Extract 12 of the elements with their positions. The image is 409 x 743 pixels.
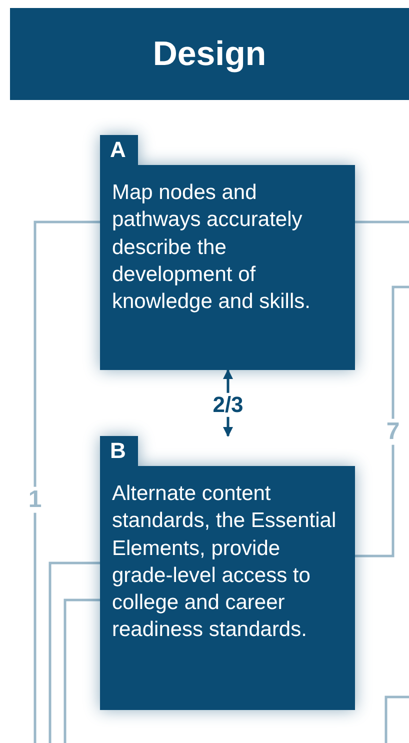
connector-line xyxy=(355,286,409,558)
connector-line xyxy=(64,598,100,743)
connector-line xyxy=(355,220,409,224)
step-letter: A xyxy=(100,135,138,165)
step-description: Alternate content standards, the Essential Elements, provide grade-level access to college and career readiness standards. xyxy=(100,466,355,710)
step-letter: B xyxy=(100,436,138,466)
connector-line xyxy=(34,220,100,743)
edge-label: 7 xyxy=(384,418,402,446)
connector-line xyxy=(48,562,100,743)
step-description: Map nodes and pathways accurately describe the development of knowledge and skills. xyxy=(100,165,355,370)
title: Design xyxy=(10,8,409,100)
edge-label: 2/3 xyxy=(210,392,246,418)
